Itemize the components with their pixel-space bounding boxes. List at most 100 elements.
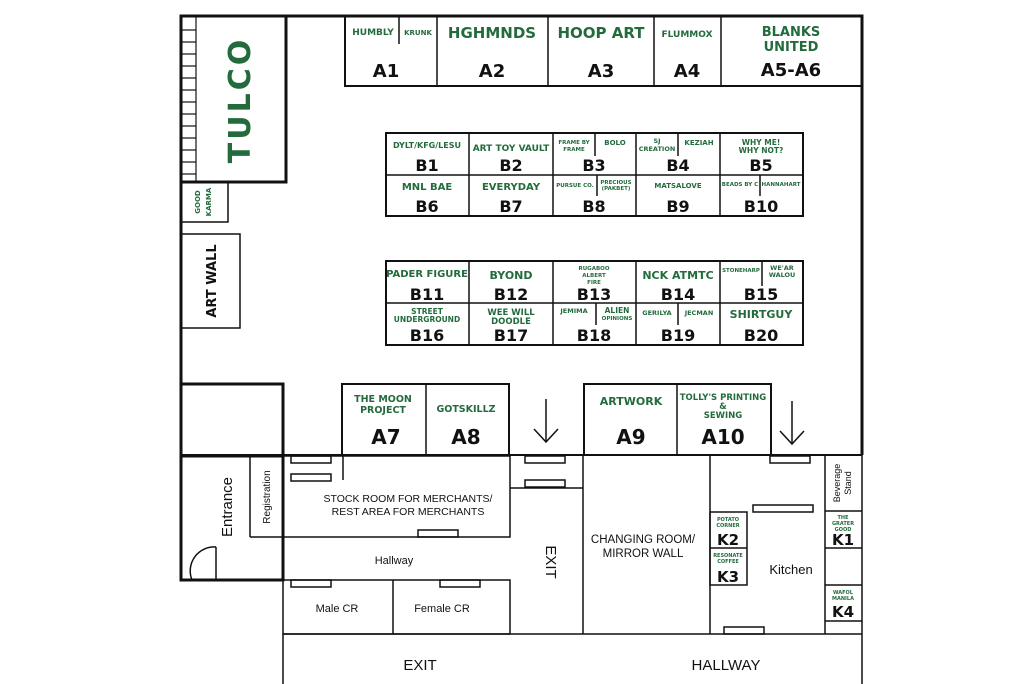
booth-a1-name: KRUNK <box>404 29 432 37</box>
male-cr-label: Male CR <box>316 603 359 615</box>
booth-b2-code: B2 <box>499 156 522 175</box>
art-wall-label: ART WALL <box>205 244 220 317</box>
booth-b1-code: B1 <box>415 156 438 175</box>
changing-room-label: MIRROR WALL <box>603 548 684 560</box>
booth-b7-name: EVERYDAY <box>482 182 541 193</box>
booth-a9-code: A9 <box>616 425 645 449</box>
booth-b15-code: B15 <box>744 285 778 304</box>
booth-b18-code: B18 <box>577 326 611 345</box>
booth-b19-name: GERILYA <box>642 309 671 317</box>
booth-b18-name: JEMIMA <box>559 307 587 315</box>
booth-b10-name: BEADS BY C <box>722 182 758 188</box>
kiosk-k3-name: RESONATE <box>713 553 743 559</box>
booth-b5-code: B5 <box>749 156 772 175</box>
booth-a7-code: A7 <box>371 425 400 449</box>
booth-b12-code: B12 <box>494 285 528 304</box>
registration-label: Registration <box>262 470 273 523</box>
kiosk-k1-name: GRATER <box>832 521 854 527</box>
tulco-label: TULCO <box>223 37 258 163</box>
booth-a8-code: A8 <box>451 425 480 449</box>
booth-b4-code: B4 <box>666 156 689 175</box>
kiosk-k3-name: COFFEE <box>717 559 739 565</box>
hallway-bottom-label: HALLWAY <box>692 657 761 674</box>
kiosk-k4-name: MANILA <box>832 596 854 602</box>
booth-b5-name: WHY NOT? <box>739 146 784 155</box>
booth-b16-name: STREET <box>411 307 444 316</box>
booth-b20-code: B20 <box>744 326 778 345</box>
booth-b3-code: B3 <box>582 156 605 175</box>
stock-room-label: REST AREA FOR MERCHANTS <box>332 506 485 518</box>
good-karma-label: GOOD <box>194 190 202 214</box>
booth-b20-name: SHIRTGUY <box>730 308 794 321</box>
booth-b9-code: B9 <box>666 197 689 216</box>
booth-a5-a6-name: BLANKS <box>762 25 821 40</box>
booth-a4-name: FLUMMOX <box>661 30 712 40</box>
booth-b7-code: B7 <box>499 197 522 216</box>
exit-bottom-label: EXIT <box>403 657 436 674</box>
booth-b6-name: MNL BAE <box>402 182 453 193</box>
booth-b17-code: B17 <box>494 326 528 345</box>
booth-b1-name: DYLT/KFG/LESU <box>393 141 461 150</box>
booth-b15-name: WALOU <box>769 271 796 279</box>
down-arrow-icon <box>533 399 559 444</box>
booth-a4-code: A4 <box>674 61 700 82</box>
booth-b16-name: UNDERGROUND <box>394 315 460 324</box>
booth-b13-name: RUGABOO <box>578 266 609 272</box>
booth-b15-name: WE'AR <box>770 264 794 272</box>
booth-a3-code: A3 <box>588 61 614 82</box>
booth-b8-code: B8 <box>582 197 605 216</box>
booth-a10-name: TOLLY'S PRINTING <box>680 393 766 403</box>
kiosk-k3-code: K3 <box>717 568 739 586</box>
staircase <box>181 16 197 182</box>
kiosk-k1-name: GOOD <box>835 527 852 533</box>
kitchen-label: Kitchen <box>769 562 812 577</box>
booth-a10-name: SEWING <box>704 411 743 421</box>
booth-b4-name: CREATION <box>639 145 676 153</box>
entrance-label: Entrance <box>219 477 236 537</box>
changing-room-label: CHANGING ROOM/ <box>591 534 696 546</box>
booth-b14-code: B14 <box>661 285 695 304</box>
kiosk-k4-code: K4 <box>832 603 854 621</box>
booth-a10-name: & <box>719 402 727 412</box>
booth-b4-name: SJ <box>653 137 660 145</box>
booth-b9-name: MATSALOVE <box>654 182 701 190</box>
walls <box>179 14 864 684</box>
booth-b3-name: BOLO <box>604 139 625 147</box>
booth-a2-name: HGHMNDS <box>448 24 536 42</box>
booth-b10-name: HANNAHART <box>762 182 801 188</box>
booth-b17-name: WEE WILL <box>487 308 535 318</box>
kiosk-k4-name: WAFOL <box>833 590 854 596</box>
booth-b11-code: B11 <box>410 285 444 304</box>
kiosk-k1-name: THE <box>837 515 849 521</box>
kiosk-k2-code: K2 <box>717 531 739 549</box>
booth-a2-code: A2 <box>479 61 505 82</box>
exit-label: EXIT <box>542 545 559 578</box>
booth-b12-name: BYOND <box>489 269 532 282</box>
booth-a5-a6-code: A5-A6 <box>761 60 821 81</box>
booth-b3-name: FRAME BY <box>558 140 590 146</box>
booth-b15-name: STONEHARP <box>722 268 760 274</box>
booth-a3-name: HOOP ART <box>558 24 646 42</box>
booth-b3-name: FRAME <box>563 147 585 153</box>
booth-a10-code: A10 <box>701 425 744 449</box>
booth-b6-code: B6 <box>415 197 438 216</box>
hallway-label: Hallway <box>375 555 414 567</box>
booth-b19-code: B19 <box>661 326 695 345</box>
booth-b8-name: (PAKBET) <box>602 186 631 192</box>
down-arrow-icon <box>779 401 805 446</box>
booth-b13-name: ALBERT <box>582 273 606 279</box>
booth-b17-name: DOODLE <box>491 317 531 327</box>
booth-b13-code: B13 <box>577 285 611 304</box>
booth-b14-name: NCK ATMTC <box>642 269 713 282</box>
booth-a9-name: ARTWORK <box>600 395 663 408</box>
kiosk-k2-name: CORNER <box>716 523 739 529</box>
stock-room-label: STOCK ROOM FOR MERCHANTS/ <box>324 493 493 505</box>
booth-a7-name: THE MOON <box>354 394 412 405</box>
booth-a7-name: PROJECT <box>360 405 406 416</box>
booth-b8-name: PRECIOUS <box>600 180 631 186</box>
booth-a1-code: A1 <box>373 61 399 82</box>
booth-b8-name: PURSUE CO. <box>556 183 594 189</box>
beverage-stand-label: Stand <box>843 471 853 495</box>
booth-b2-name: ART TOY VAULT <box>473 144 550 154</box>
